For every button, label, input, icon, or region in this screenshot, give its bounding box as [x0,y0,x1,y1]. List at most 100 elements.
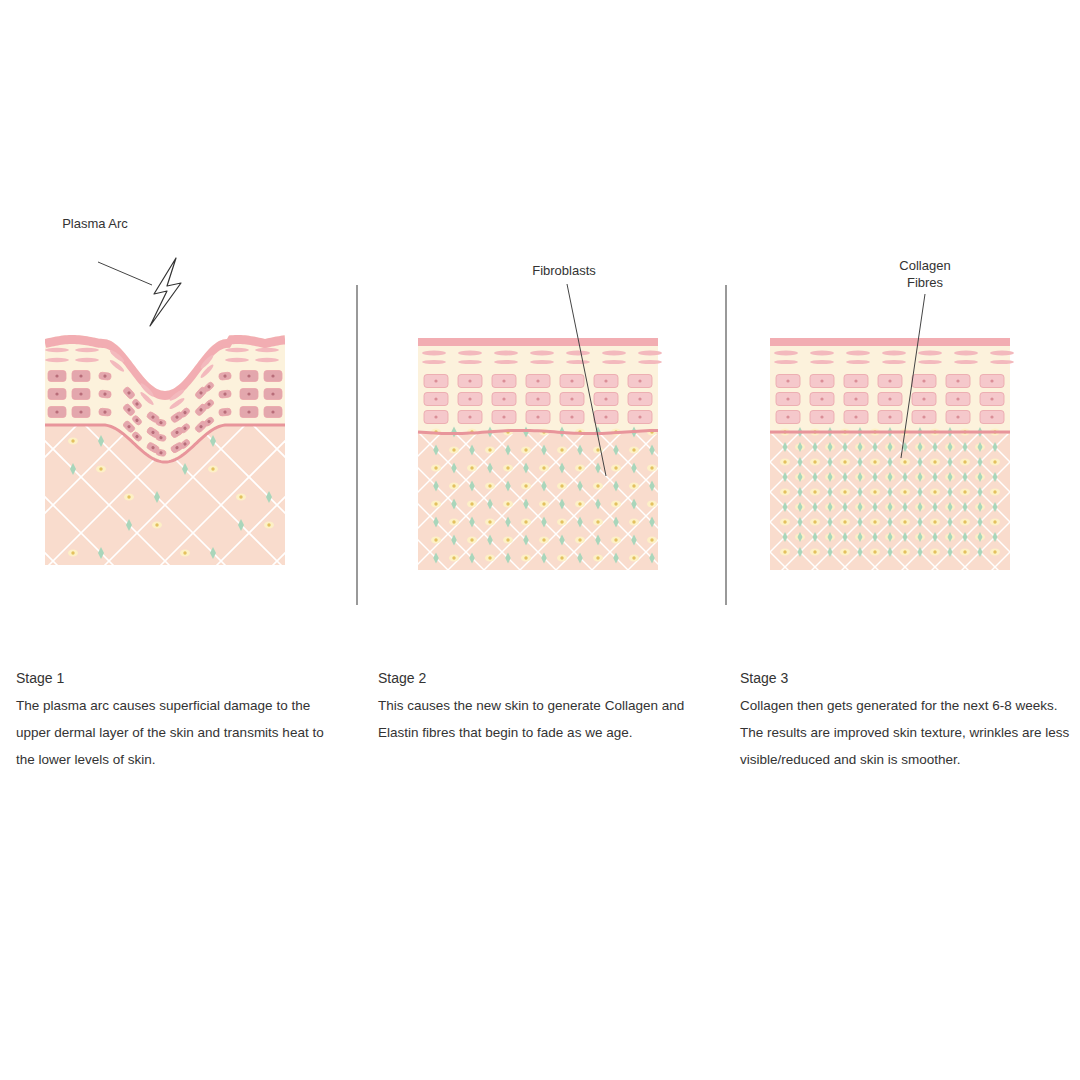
skin-cell [628,393,652,406]
fibroblast-node [631,535,637,546]
surface-cell [638,360,662,364]
fibroblast-nucleus [614,502,617,505]
fibroblast-node [559,463,565,474]
fibroblast-nucleus [650,502,653,505]
stratum-corneum [770,338,1010,346]
plasma-bolt [150,258,181,326]
surface-cell [75,348,99,353]
skin-cell [776,393,800,406]
fibroblast-nucleus [488,448,491,451]
fibroblast-node [783,532,788,542]
fibroblast-node [963,502,968,512]
fibroblast-node [505,481,511,492]
fibroblast-nucleus [632,484,635,487]
skin-cell [458,375,482,388]
fibroblast-cell [539,465,549,472]
stage-title: Stage 2 [378,669,708,687]
fibroblast-nucleus [933,490,936,493]
fibroblast-cell [810,459,820,466]
surface-cell [255,348,279,353]
fibroblast-cell [870,459,880,466]
part-label: Collagen Fibres [882,257,968,291]
fibroblast-cell [68,438,78,445]
fibroblast-nucleus [843,550,846,553]
fibroblast-cell [810,489,820,496]
surface-cell [990,360,1014,364]
fibroblast-nucleus [488,484,491,487]
fibroblast-node [433,553,439,564]
fibroblast-node [828,502,833,512]
fibroblast-node [541,445,547,456]
fibroblast-nucleus [963,520,966,523]
fibroblast-node [873,442,878,452]
fibroblast-nucleus [993,460,996,463]
collagen-fibre [157,385,393,621]
fibroblast-nucleus [560,520,563,523]
fibroblast-node [933,472,938,482]
fibroblast-node [843,442,848,452]
fibroblast-cell [521,483,531,490]
fibroblast-node [559,535,565,546]
fibroblast-cell [629,519,639,526]
fibroblast-nucleus [783,550,786,553]
collagen-fibre [562,434,658,570]
surface-cell [75,358,99,363]
fibroblast-node [888,517,893,527]
fibroblast-nucleus [873,490,876,493]
collagen-fibre [418,434,442,570]
fibroblast-nucleus [211,467,214,470]
fibroblast-node [813,472,818,482]
surface-cell [199,363,215,379]
fibroblast-node [70,463,76,475]
skin-cell [458,411,482,424]
skin-cell [810,411,834,424]
fibroblast-cell [557,447,567,454]
fibroblast-cell [780,459,790,466]
surface-cell [882,360,906,364]
fibroblast-node [595,535,601,546]
fibroblast-cell [900,549,910,556]
skin-cell [48,389,66,400]
fibroblast-node [798,532,803,542]
fibroblast-node [843,502,848,512]
fibroblast-nucleus [843,490,846,493]
skin-cell [844,411,868,424]
fibroblast-cell [840,519,850,526]
fibroblast-nucleus [470,502,473,505]
fibroblast-cell [236,494,246,501]
fibroblast-node [948,487,953,497]
surface-cell [225,358,249,363]
surface-cell [225,348,249,353]
part-label: Plasma Arc [62,215,128,232]
skin-cell [526,393,550,406]
fibroblast-node [888,532,893,542]
fibroblast-nucleus [71,551,74,554]
collagen-fibre [0,385,117,621]
collagen-fibre [161,385,397,621]
fibroblast-nucleus [783,460,786,463]
skin-cell [492,393,516,406]
fibroblast-cell [539,537,549,544]
surface-cell [45,358,69,363]
fibroblast-cell [539,501,549,508]
fibroblast-cell [629,483,639,490]
skin-cell [122,420,136,433]
collagen-fibre [105,385,341,621]
fibroblast-nucleus [542,502,545,505]
fibroblast-node [828,517,833,527]
fibroblast-nucleus [632,448,635,451]
fibroblast-nucleus [488,556,491,559]
fibroblast-node [613,517,619,528]
fibroblast-node [918,517,923,527]
fibroblast-node [469,553,475,564]
fibroblast-cell [629,555,639,562]
skin-cell [122,386,135,400]
fibroblast-nucleus [71,439,74,442]
collagen-fibre [860,434,1010,570]
fibroblast-node [469,445,475,456]
fibroblast-nucleus [843,460,846,463]
fibroblast-cell [840,459,850,466]
skin-cell [776,375,800,388]
fibroblast-nucleus [783,520,786,523]
